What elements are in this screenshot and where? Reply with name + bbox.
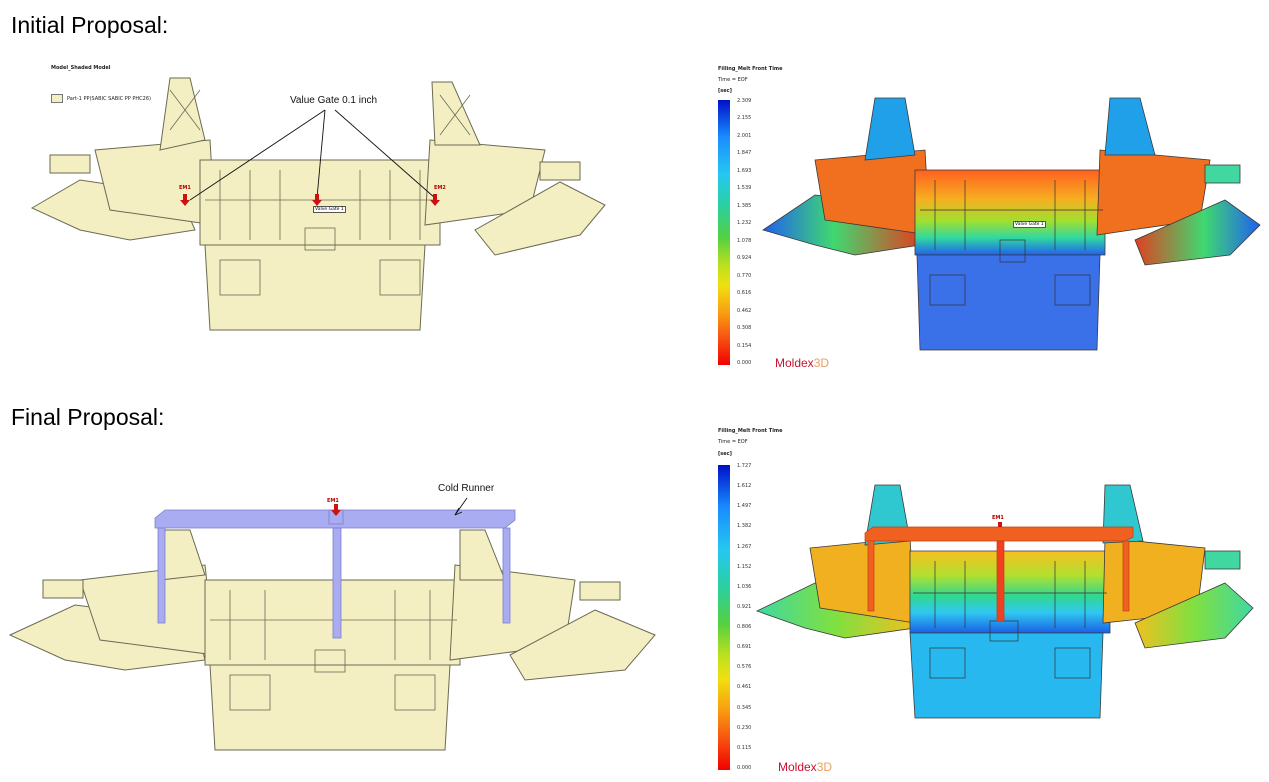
scale-tick-label: 1.152 (737, 563, 752, 570)
result-title: Filling_Melt Front Time (718, 66, 783, 72)
scale-tick-label: 1.693 (737, 167, 752, 174)
model-title: Model_Shaded Model (51, 65, 111, 71)
scale-tick-label: 1.612 (737, 483, 752, 490)
result-subtitle: Time = EOF (718, 77, 748, 83)
scale-tick-label: 1.382 (737, 523, 752, 530)
scale-tick-label: 1.232 (737, 220, 752, 227)
scale-tick-label: 0.921 (737, 603, 752, 610)
initial-proposal-heading: Initial Proposal: (11, 12, 169, 38)
scale-tick-label: 2.001 (737, 132, 752, 139)
initial-part-drawing (30, 77, 606, 331)
scale-tick-label: 1.539 (737, 185, 752, 192)
scale-tick-label: 1.727 (737, 463, 752, 469)
scale-tick-label: 1.497 (737, 503, 752, 510)
scale-tick-label: 1.036 (737, 583, 752, 590)
scale-tick-label: 0.000 (737, 360, 752, 366)
final-result-drawing (755, 484, 1254, 719)
valve-gate-annotation: Value Gate 0.1 inch (290, 95, 378, 106)
final-color-scale-bar (718, 465, 730, 770)
brand-3d-text: 3D (813, 356, 830, 370)
color-scale-bar (718, 100, 730, 365)
final-moldex-brand-text: Moldex (778, 760, 817, 774)
scale-tick-label: 2.155 (737, 115, 752, 122)
final-shaded-model-panel: Cold Runner (5, 470, 665, 770)
final-result-panel: Filling_Melt Front Time Time = EOF [sec]… (705, 423, 1265, 778)
final-result-gate-label: EM1 (992, 515, 1004, 521)
scale-tick-label: 1.385 (737, 202, 752, 209)
scale-tick-label: 1.847 (737, 150, 752, 157)
final-result-title: Filling_Melt Front Time (718, 428, 783, 434)
scale-tick-label: 0.115 (737, 744, 752, 751)
final-result-unit: [sec] (718, 451, 732, 457)
moldex-brand-text: Moldex (775, 356, 814, 370)
scale-tick-label: 0.616 (737, 290, 752, 297)
result-unit: [sec] (718, 88, 732, 94)
result-valve-gate-tag: Valve Gate 1 (1013, 221, 1046, 228)
scale-tick-label: 0.308 (737, 325, 752, 332)
scale-tick-label: 0.154 (737, 342, 752, 349)
scale-tick-label: 0.806 (737, 624, 752, 631)
part-legend-swatch (51, 94, 63, 103)
scale-tick-label: 0.230 (737, 724, 752, 731)
cold-runner-annotation: Cold Runner (438, 483, 495, 494)
scale-tick-label: 0.576 (737, 664, 752, 671)
scale-tick-label: 0.770 (737, 272, 752, 279)
final-result-subtitle: Time = EOF (718, 439, 748, 445)
scale-tick-label: 0.924 (737, 255, 752, 262)
initial-shaded-model-panel: Model_Shaded Model Part-1 PP(SABIC SABIC… (20, 60, 640, 350)
final-part-drawing (8, 497, 656, 751)
final-brand-3d-text: 3D (816, 760, 833, 774)
initial-result-drawing (762, 97, 1261, 351)
gate-label-em1: EM1 (179, 185, 191, 191)
part-legend-label: Part-1 PP(SABIC SABIC PP PHC26) (67, 96, 151, 102)
scale-tick-label: 0.691 (737, 644, 752, 651)
scale-tick-label: 1.078 (737, 237, 752, 244)
scale-tick-label: 0.345 (737, 704, 752, 711)
valve-gate-tag: Valve Gate 1 (313, 206, 346, 213)
final-moldex3d-logo: Moldex3D (778, 760, 832, 774)
scale-tick-label: 0.461 (737, 684, 752, 691)
final-gate-label-em1: EM1 (327, 498, 339, 504)
scale-tick-label: 0.462 (737, 307, 752, 314)
initial-result-panel: Filling_Melt Front Time Time = EOF [sec]… (705, 60, 1265, 380)
scale-tick-label: 2.309 (737, 98, 752, 104)
moldex3d-logo: Moldex3D (775, 356, 829, 370)
gate-label-em2: EM2 (434, 185, 446, 191)
final-color-scale-labels: 1.727 1.612 1.497 1.382 1.267 1.152 1.036 0.921… (737, 463, 777, 775)
color-scale-labels: 2.309 2.155 2.001 1.847 1.693 1.539 1.385 1.232… (737, 98, 777, 370)
scale-tick-label: 1.267 (737, 543, 752, 550)
scale-tick-label: 0.000 (737, 765, 752, 771)
final-proposal-heading: Final Proposal: (11, 404, 165, 430)
